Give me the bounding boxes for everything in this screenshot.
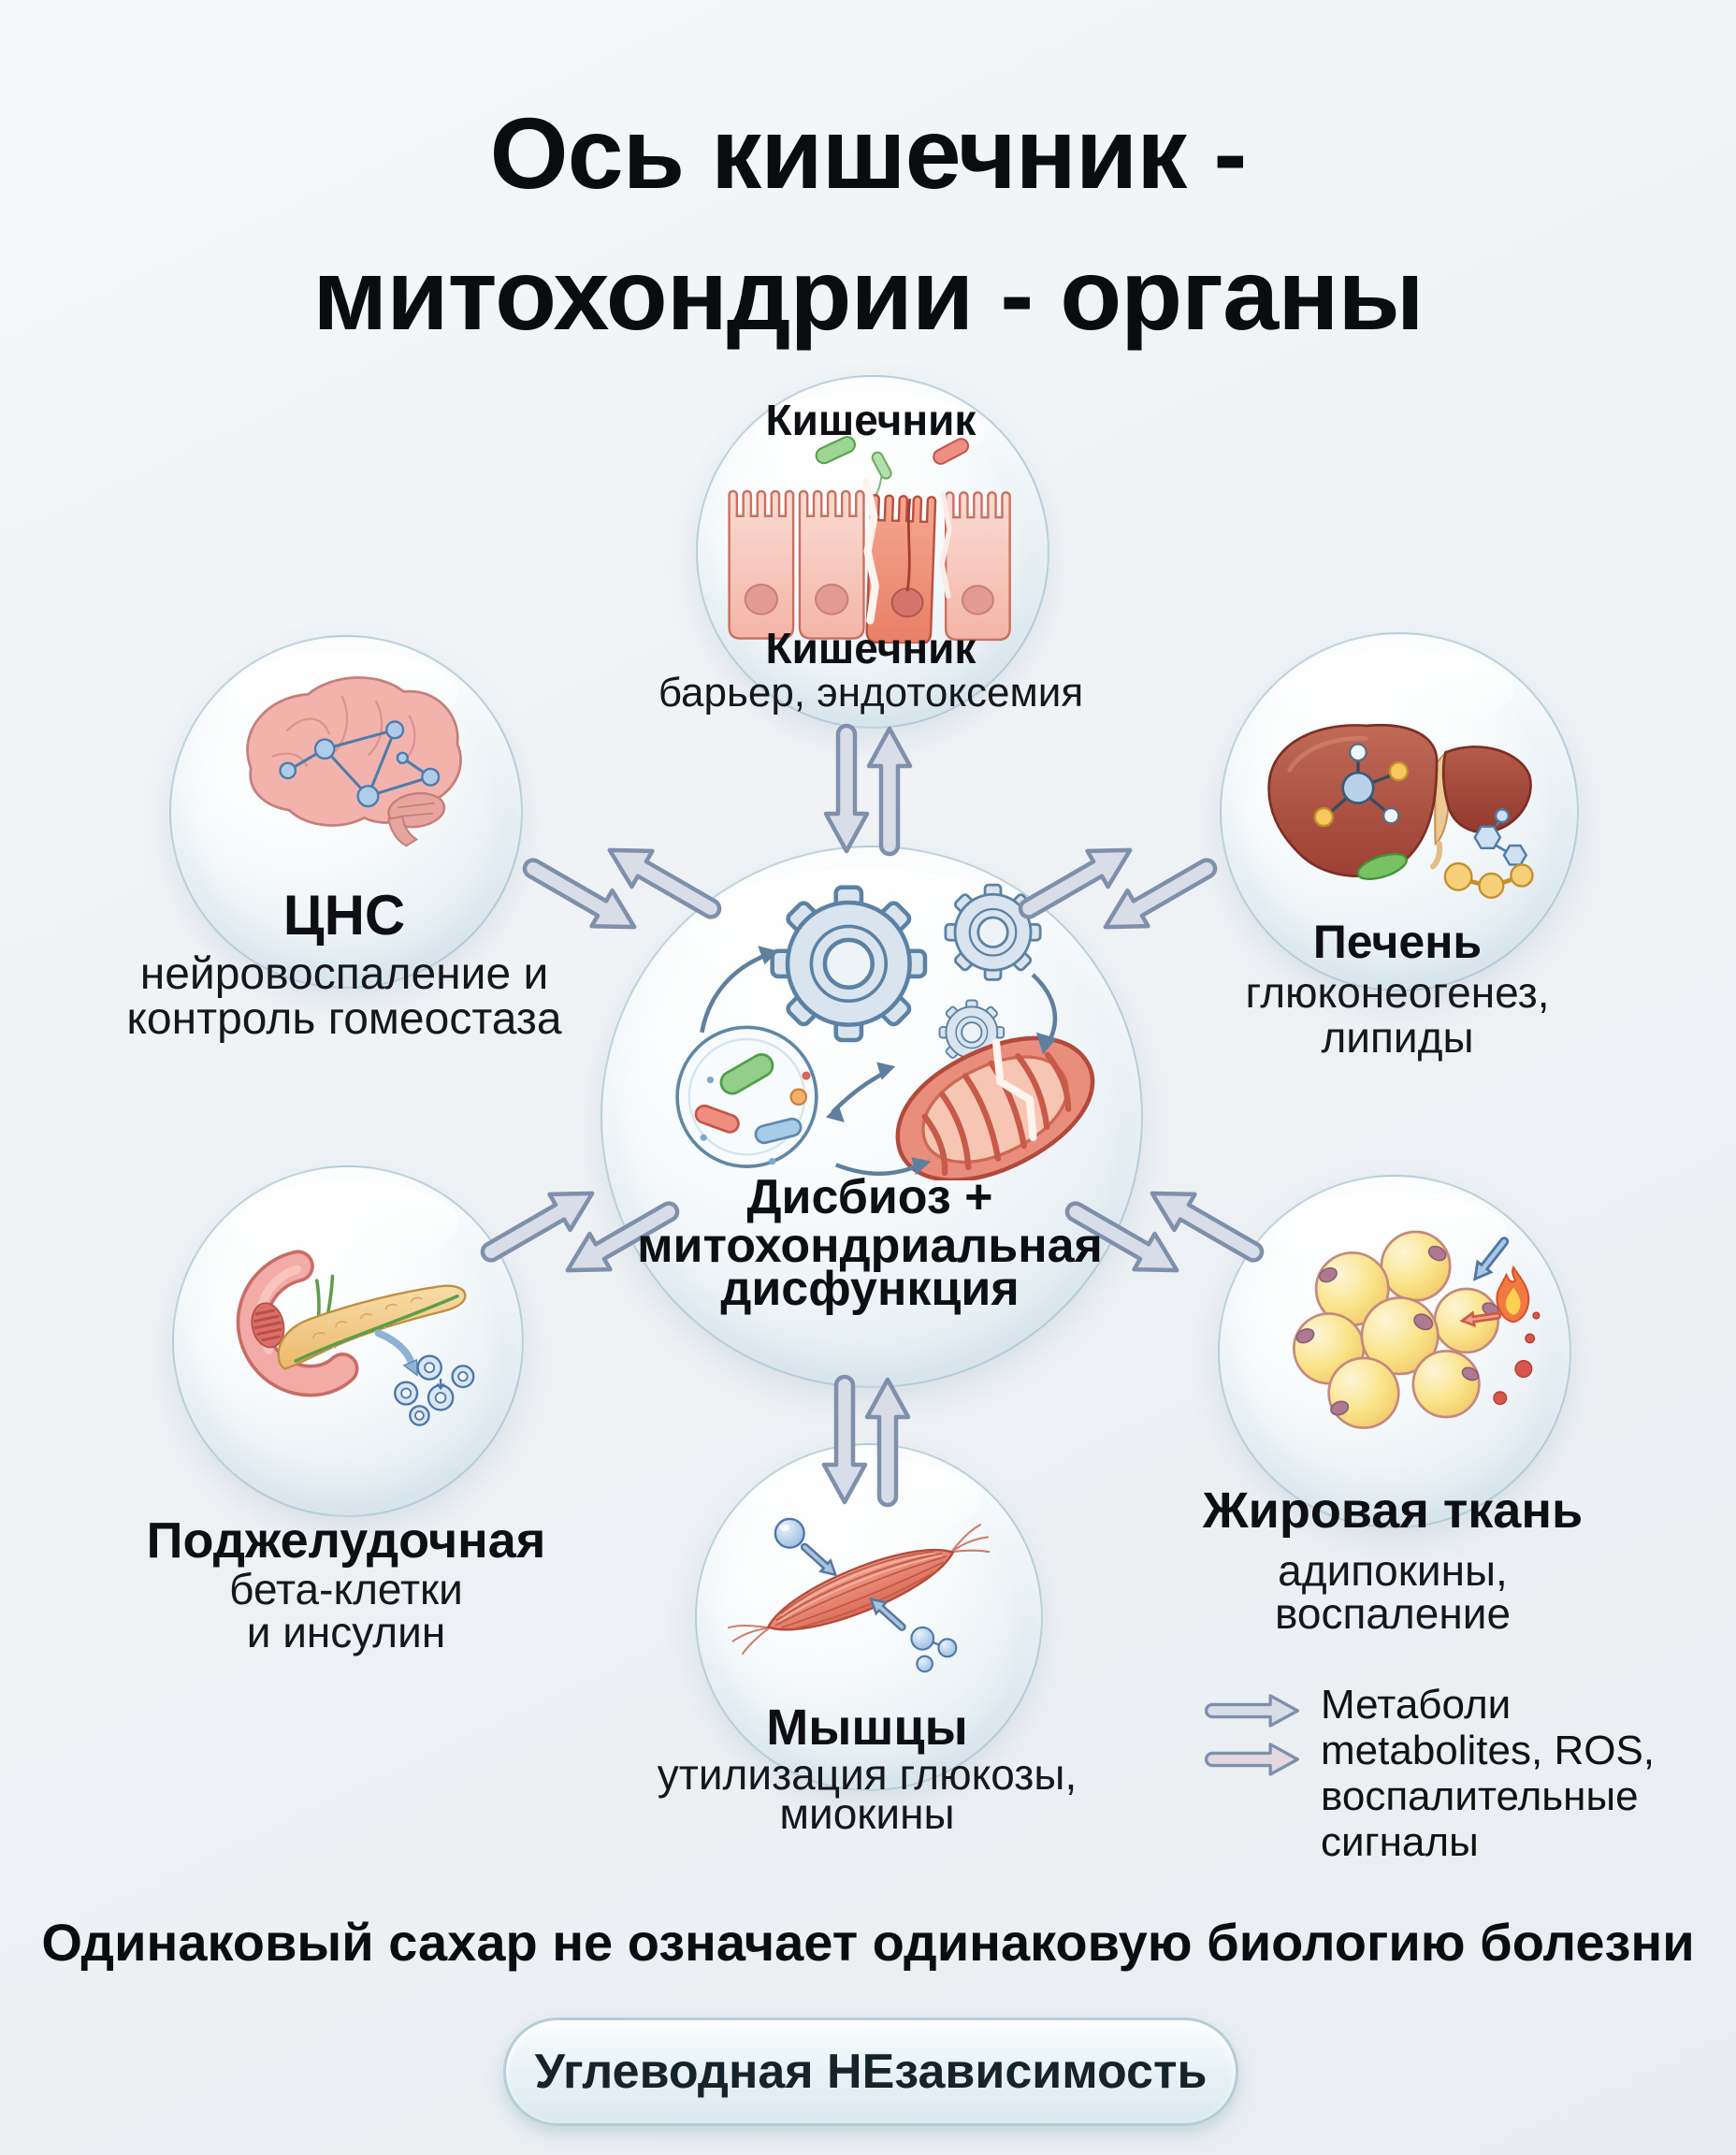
hub-node-label-2: митохондриальная [637,1219,1103,1273]
muscle-icon [728,1517,991,1673]
legend-line-2: metabolites, ROS, [1321,1728,1656,1773]
pancreas-node-sublabel-1: бета-клетки [229,1565,463,1613]
legend-line-3: воспалительные [1321,1773,1639,1819]
gut-node-title: Кишечник [765,396,976,444]
adipose-node-sublabel-1: адипокины, [1278,1546,1508,1595]
page-title-line2: митохондрии - органы [312,238,1424,352]
hub-node-label-1: Дисбиоз + [746,1170,993,1224]
pancreas-icon [236,1250,475,1426]
adipose-node-sublabel-2: воспаление [1274,1589,1512,1638]
cns-node-label: ЦНС [282,884,406,947]
hub-node-label-3: дисфункция [720,1262,1020,1316]
adipose-cells-icon [1292,1230,1541,1429]
cns-node-sublabel-2: контроль гомеостаза [126,994,562,1044]
legend-line-4: сигналы [1321,1819,1479,1865]
hub-muscle-double-arrow-icon [810,1373,922,1509]
gut-node-sublabel: барьер, эндотоксемия [658,670,1084,716]
muscle-node-sublabel-1: утилизация глюкозы, [657,1750,1078,1799]
muscle-node-label: Мышцы [766,1699,968,1756]
muscle-node-sublabel-2: миокины [779,1789,955,1838]
gut-epithelium-icon [728,436,1011,644]
legend-line-1: Метаболи [1321,1682,1512,1728]
legend-inflammation-arrow-icon [1205,1743,1300,1776]
gears-mitochondria-icon [675,883,1107,1180]
liver-node-label: Печень [1312,916,1483,968]
page-title: Ось кишечник - митохондрии - органы [0,82,1736,365]
adipose-node-label: Жировая ткань [1202,1482,1584,1539]
brand-button[interactable]: Углеводная НЕзависимость [503,2018,1238,2126]
cns-node-sublabel-1: нейровоспаление и [139,949,549,999]
liver-node-sublabel-2: липиды [1321,1013,1474,1062]
gut-node-label: Кишечник [765,624,976,673]
pancreas-node-label: Поджелудочная [146,1512,546,1569]
muscle-node-bubble [695,1443,1043,1791]
pancreas-node-sublabel-2: и инсулин [246,1608,446,1656]
brain-icon [246,676,462,847]
footer-statement: Одинаковый сахар не означает одинаковую … [41,1913,1695,1972]
liver-icon [1267,723,1534,899]
liver-node-sublabel-1: глюконеогенез, [1245,968,1550,1017]
brand-button-label: Углеводная НЕзависимость [534,2045,1208,2099]
legend-metabolites-arrow-icon [1205,1694,1300,1728]
page-title-line1: Ось кишечник - [489,96,1248,210]
gut-hub-double-arrow-icon [812,722,924,858]
